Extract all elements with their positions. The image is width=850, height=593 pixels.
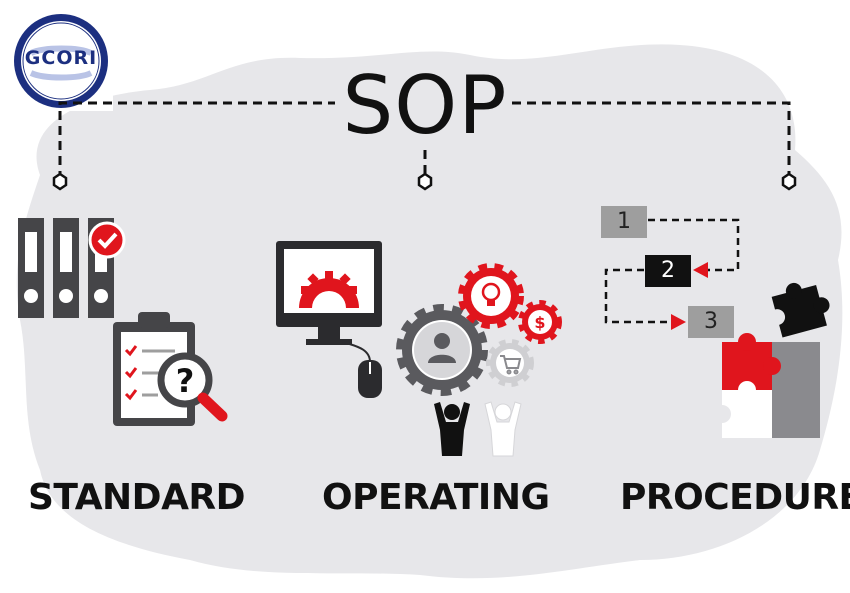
gear-red-icon	[458, 263, 524, 329]
gear-gray-icon	[486, 339, 534, 387]
label-operating: OPERATING	[322, 477, 550, 518]
mouse-icon	[339, 339, 382, 398]
logo-text: GCORI	[24, 47, 98, 69]
label-procedure: PROCEDURE	[620, 477, 850, 518]
people-cheering-icon	[434, 401, 522, 457]
cart-icon	[500, 355, 522, 375]
dashed-connector	[58, 101, 791, 180]
svg-text:?: ?	[176, 362, 195, 400]
dollar-icon: $	[534, 313, 545, 332]
gears-icon: $	[396, 263, 562, 396]
label-standard: STANDARD	[28, 477, 246, 518]
monitor-gear-icon	[276, 241, 382, 345]
person-icon	[428, 333, 456, 363]
lightbulb-icon	[481, 282, 501, 306]
step-box-1: 1	[601, 206, 647, 238]
gear-large-icon	[396, 304, 488, 396]
step-flow-arrows	[604, 218, 740, 324]
checkmark-icon	[88, 221, 126, 259]
page-title: SOP	[342, 59, 508, 152]
company-logo: GCORI	[9, 11, 113, 111]
arrow-icon	[671, 262, 708, 330]
gear-small-red-icon	[518, 300, 562, 344]
magnifier-question-icon: ?	[157, 352, 228, 422]
step-box-3: 3	[688, 306, 734, 338]
step-box-2: 2	[645, 255, 691, 287]
connector-node-icons	[52, 172, 797, 191]
puzzle-icon	[713, 282, 830, 438]
